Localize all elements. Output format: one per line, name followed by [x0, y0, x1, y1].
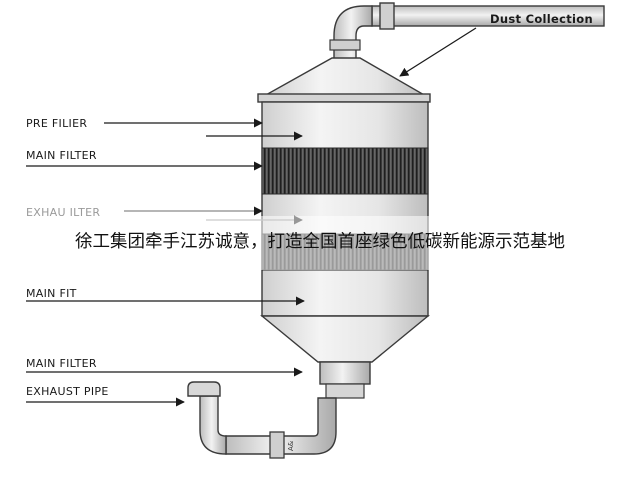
- vessel-body: [261, 101, 429, 317]
- pipe-flange: [379, 2, 395, 30]
- exhaust-inlet-cap: [187, 381, 221, 397]
- valve-mark: A&: [287, 440, 295, 451]
- label-pre-filter: PRE FILIER: [26, 117, 87, 130]
- label-main-fit: MAIN FIT: [26, 287, 77, 300]
- label-main-filter-bottom: MAIN FILTER: [26, 357, 97, 370]
- outlet-pipe: [329, 2, 605, 61]
- vessel-top-rim: [257, 93, 431, 103]
- outlet-elbow: [333, 5, 373, 61]
- bottom-collar: [319, 361, 371, 385]
- bottom-flange: [325, 383, 365, 399]
- label-exhaust-filter: EXHAU ILTER: [26, 206, 100, 219]
- label-dust-collection: Dust Collection: [490, 12, 593, 26]
- exhaust-u-pipe: A&: [187, 381, 337, 459]
- valve-flange: [269, 431, 285, 459]
- vessel-top-cone: [261, 57, 429, 97]
- arrow-dust-collection: [399, 27, 477, 77]
- main-filter-band: [261, 147, 429, 195]
- label-exhaust-pipe: EXHAUST PIPE: [26, 385, 109, 398]
- neck-flange: [329, 39, 361, 51]
- vessel-bottom-cone: [260, 315, 430, 363]
- label-main-filter-top: MAIN FILTER: [26, 149, 97, 162]
- overlay-caption: 徐工集团牵手江苏诚意，打造全国首座绿色低碳新能源示范基地: [75, 232, 565, 252]
- callout-arrows: [26, 27, 477, 407]
- caption-band: [0, 216, 640, 270]
